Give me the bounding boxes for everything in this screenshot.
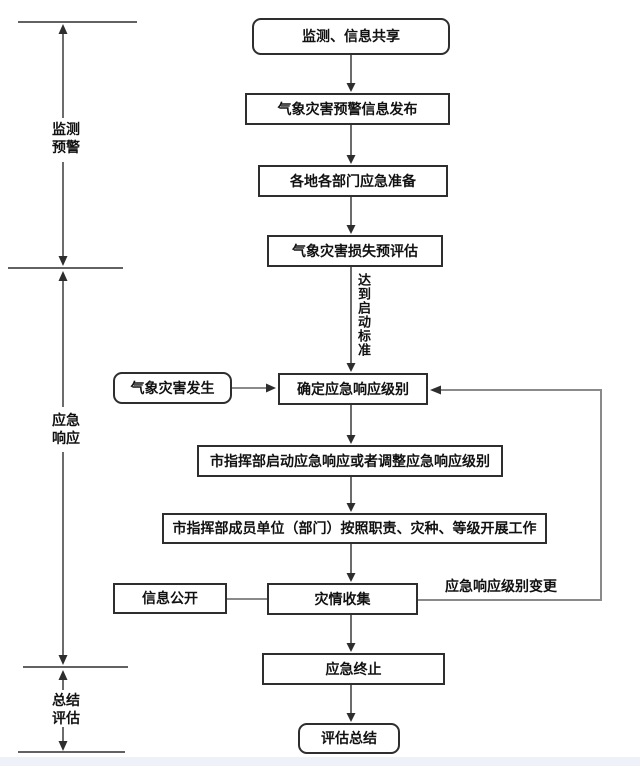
phase-label-summary-evaluation: 总结 评估 — [38, 691, 94, 727]
node-warning-info-release: 气象灾害预警信息发布 — [245, 93, 450, 125]
page-bottom-strip — [0, 757, 640, 766]
node-emergency-preparation: 各地各部门应急准备 — [258, 165, 448, 197]
node-information-disclosure: 信息公开 — [113, 583, 227, 614]
annotation-response-level-change: 应急响应级别变更 — [445, 578, 557, 594]
node-disaster-info-collection: 灾情收集 — [267, 583, 418, 615]
node-disaster-occurs: 气象灾害发生 — [113, 372, 232, 404]
node-monitoring-info-sharing: 监测、信息共享 — [252, 18, 450, 55]
node-determine-response-level: 确定应急响应级别 — [278, 373, 428, 405]
feedback-loop — [418, 385, 602, 601]
node-hq-start-adjust-response: 市指挥部启动应急响应或者调整应急响应级别 — [197, 445, 503, 477]
phase-bracket — [8, 21, 137, 753]
node-emergency-termination: 应急终止 — [262, 653, 445, 685]
node-members-carry-out-work: 市指挥部成员单位（部门）按照职责、灾种、等级开展工作 — [162, 513, 547, 544]
phase-label-monitoring-warning: 监测 预警 — [38, 120, 94, 156]
node-evaluation-summary: 评估总结 — [298, 723, 400, 754]
phase-label-emergency-response: 应急 响应 — [38, 411, 94, 447]
annotation-activation-criteria: 达到启动标准 — [356, 273, 371, 357]
flow-arrows — [346, 55, 356, 722]
disaster-occurs-arrow — [232, 383, 276, 393]
node-loss-pre-assessment: 气象灾害损失预评估 — [267, 235, 443, 267]
